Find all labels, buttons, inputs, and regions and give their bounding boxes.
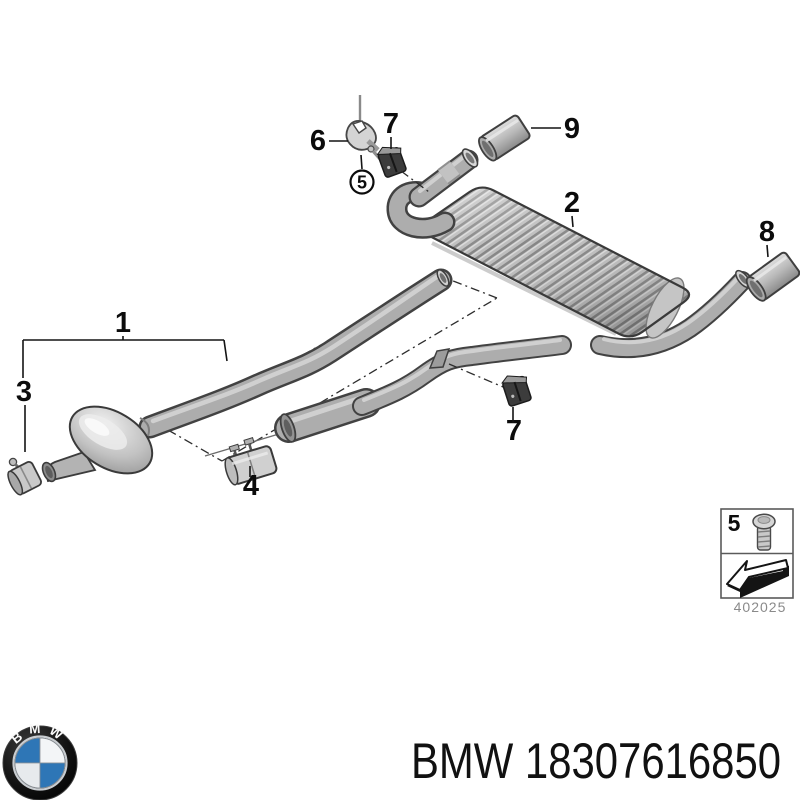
rubber-mount-7-top bbox=[376, 146, 407, 178]
callout-3: 3 bbox=[16, 376, 32, 452]
callout-9-label: 9 bbox=[564, 113, 580, 145]
clamp-3 bbox=[7, 457, 43, 496]
callout-4: 4 bbox=[243, 466, 259, 502]
callout-5-circled: 5 bbox=[349, 154, 375, 195]
callout-5-label: 5 bbox=[357, 173, 367, 193]
catalytic-converter bbox=[41, 405, 154, 483]
roundel-quarter-ul bbox=[14, 737, 41, 764]
callout-7-top-label: 7 bbox=[383, 108, 399, 140]
callout-2: 2 bbox=[564, 187, 580, 228]
tailpipe-tip-9 bbox=[478, 114, 531, 162]
front-pipe-with-catalyst bbox=[41, 268, 453, 483]
callout-8: 8 bbox=[759, 216, 775, 258]
muffler bbox=[420, 186, 691, 339]
legend-number: 5 bbox=[728, 510, 741, 536]
roundel-quarter-ur bbox=[39, 737, 66, 764]
callout-7-bottom: 7 bbox=[506, 407, 522, 447]
callout-7-top: 7 bbox=[383, 108, 399, 149]
callout-8-label: 8 bbox=[759, 216, 775, 248]
callout-4-label: 4 bbox=[243, 470, 259, 502]
callout-2-label: 2 bbox=[564, 187, 580, 219]
rear-pipe-section bbox=[274, 335, 572, 443]
callout-9: 9 bbox=[531, 113, 580, 145]
legend-code: 402025 bbox=[734, 599, 787, 615]
callout-3-label: 3 bbox=[16, 376, 32, 408]
roundel-quarter-ll bbox=[14, 762, 41, 789]
bmw-roundel-logo: BMW bbox=[2, 721, 78, 800]
direction-arrow-icon bbox=[726, 559, 789, 598]
legend-box: 5 bbox=[720, 508, 794, 599]
callout-1-label: 1 bbox=[115, 307, 131, 339]
part-number-text: BMW 18307616850 bbox=[411, 733, 781, 789]
rubber-mount-7-bottom bbox=[501, 375, 532, 407]
right-tailpipe bbox=[590, 269, 752, 359]
callout-6: 6 bbox=[310, 125, 348, 157]
tailpipe-tip-8 bbox=[745, 251, 800, 302]
callout-1: 1 bbox=[22, 307, 228, 378]
roundel-quarter-lr bbox=[39, 762, 66, 789]
hanger-bracket-6 bbox=[345, 95, 383, 162]
callout-6-label: 6 bbox=[310, 125, 326, 157]
callout-7-bottom-label: 7 bbox=[506, 415, 522, 447]
screw-icon bbox=[752, 513, 776, 551]
